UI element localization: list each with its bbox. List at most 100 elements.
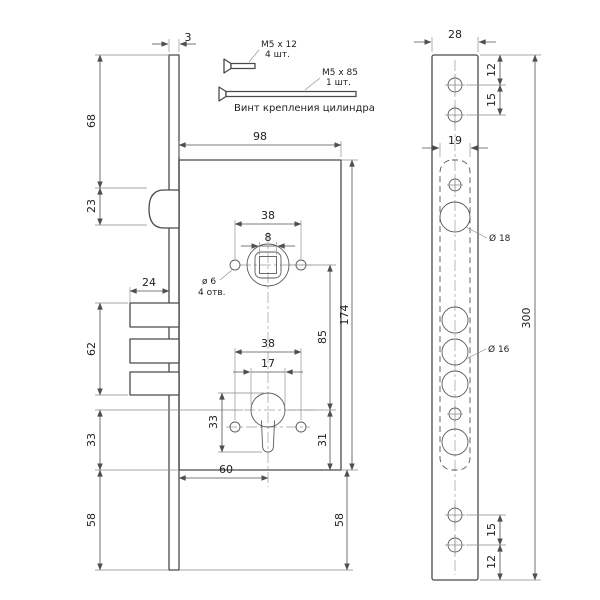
long-screw-shank	[225, 90, 357, 98]
small-screw-qty: 4 шт.	[265, 50, 290, 60]
dim-top-offset: 68	[85, 54, 169, 189]
dim-edge-to-hole-top: 12	[466, 54, 541, 86]
dimension-value: 24	[142, 276, 156, 289]
dimension-value: 38	[261, 209, 275, 222]
dim-cutout-width: 19	[422, 134, 488, 157]
hole-count-note: 4 отв.	[198, 288, 226, 298]
dim-case-width: 98	[178, 130, 342, 157]
dimension-value: 3	[185, 31, 192, 44]
dim-faceplate-thickness: 3	[152, 31, 196, 52]
dimension-value: 15	[485, 93, 498, 107]
cylinder-keyway	[261, 420, 275, 453]
small-screw-size: M5 x 12	[261, 40, 297, 50]
dim-cyl-width: 17	[233, 357, 303, 405]
cover-plate-outline	[431, 54, 479, 581]
dim-cyl-profile-height: 33	[207, 392, 264, 453]
latch-hole	[439, 201, 471, 233]
dimension-value: 300	[520, 308, 533, 329]
dim-deadbolt-height: 62	[85, 302, 128, 396]
extension-lines	[178, 141, 342, 157]
bolt-hole-3	[441, 370, 469, 398]
long-screw-size: M5 x 85	[322, 68, 358, 78]
hole-cross	[445, 105, 465, 125]
hole-diameter-note: ø 6	[202, 277, 216, 287]
screw-callout: M5 x 12 4 шт. M5 x 85 1 шт. Винт креплен…	[218, 40, 375, 114]
dimension-value: 85	[316, 330, 329, 344]
hole-cross	[445, 75, 465, 95]
small-screw-head	[223, 58, 232, 74]
extension-lines	[95, 54, 169, 189]
dim-cyl-to-case-bottom: 31	[316, 409, 333, 471]
screw-caption: Винт крепления цилиндра	[234, 103, 375, 114]
dimension-value: 23	[85, 199, 98, 213]
leader-line	[465, 348, 487, 360]
extension-lines	[218, 392, 264, 453]
dimension-value: 68	[85, 114, 98, 128]
dim-bottom-holes-spacing: 15	[466, 514, 506, 546]
lock-body-view: 3 68 23 24 62 33	[85, 31, 358, 571]
dimension-value: 28	[448, 28, 462, 41]
dimension-value: 98	[253, 130, 267, 143]
diameter-value: Ø 18	[489, 233, 511, 244]
leader-line	[465, 226, 488, 239]
extension-lines	[431, 37, 479, 52]
note-fixing-holes: ø 6 4 отв.	[198, 269, 233, 298]
dim-backset: 60	[178, 463, 269, 481]
dimension-value: 12	[485, 555, 498, 569]
leader-line	[219, 269, 233, 281]
dimension-value: 15	[485, 523, 498, 537]
dim-bottom-offset-left: 58	[85, 469, 169, 571]
small-screw-shank	[230, 62, 256, 70]
extension-lines	[439, 143, 471, 157]
hole-cross	[445, 505, 465, 525]
hole-cross	[447, 406, 463, 422]
cutout-dashed-outline	[439, 159, 471, 471]
hub-circle	[246, 243, 290, 287]
deadbolt-bar-1	[129, 302, 180, 328]
hole-cross	[445, 535, 465, 555]
bolt-hole-1	[441, 306, 469, 334]
dim-cyl-holes-spacing: 38	[234, 337, 302, 420]
dimension-value: 31	[316, 433, 329, 447]
dim-cyl-center-to-bottom: 33	[85, 409, 243, 471]
hole-cross	[447, 177, 463, 193]
dimension-value: 33	[85, 433, 98, 447]
extension-lines	[95, 409, 243, 471]
deadbolt-bar-2	[129, 338, 180, 364]
cutout-holes	[439, 177, 471, 456]
long-screw-head	[218, 86, 227, 102]
label-bolt-hole-dia: Ø 16	[465, 344, 510, 360]
dimension-value: 62	[85, 342, 98, 356]
dimension-value: 12	[485, 63, 498, 77]
extension-lines	[234, 348, 302, 420]
dim-plate-width: 28	[414, 28, 496, 52]
hub-fixing-hole-left	[229, 259, 241, 271]
center-lines	[226, 232, 315, 487]
dimension-value: 33	[207, 415, 220, 429]
cyl-fixing-hole-left	[229, 421, 241, 433]
dim-bottom-offset-right: 58	[179, 469, 353, 571]
dim-edge-to-hole-bottom: 12	[480, 544, 541, 581]
dim-plate-height: 300	[520, 54, 538, 581]
extension-lines	[466, 54, 541, 86]
cyl-fixing-hole-right	[295, 421, 307, 433]
dimension-value: 17	[261, 357, 275, 370]
dim-top-holes-spacing: 15	[466, 84, 506, 116]
hub-square-hole	[259, 256, 277, 274]
bottom-screw-holes	[445, 505, 465, 555]
extension-lines	[250, 368, 286, 405]
dimension-value: 38	[261, 337, 275, 350]
dimension-value: 19	[448, 134, 462, 147]
dimension-value: 174	[338, 305, 351, 326]
latch-bolt	[148, 189, 180, 229]
dim-hub-square: 8	[241, 231, 295, 255]
lock-case-outline	[178, 159, 342, 471]
top-screw-holes	[445, 75, 465, 125]
extension-lines	[259, 242, 277, 255]
cover-plate-view: 28 19 12 15 15	[414, 28, 541, 581]
dim-hub-to-cyl: 85	[288, 264, 336, 411]
dimension-value: 58	[333, 513, 346, 527]
dimension-value: 58	[85, 513, 98, 527]
